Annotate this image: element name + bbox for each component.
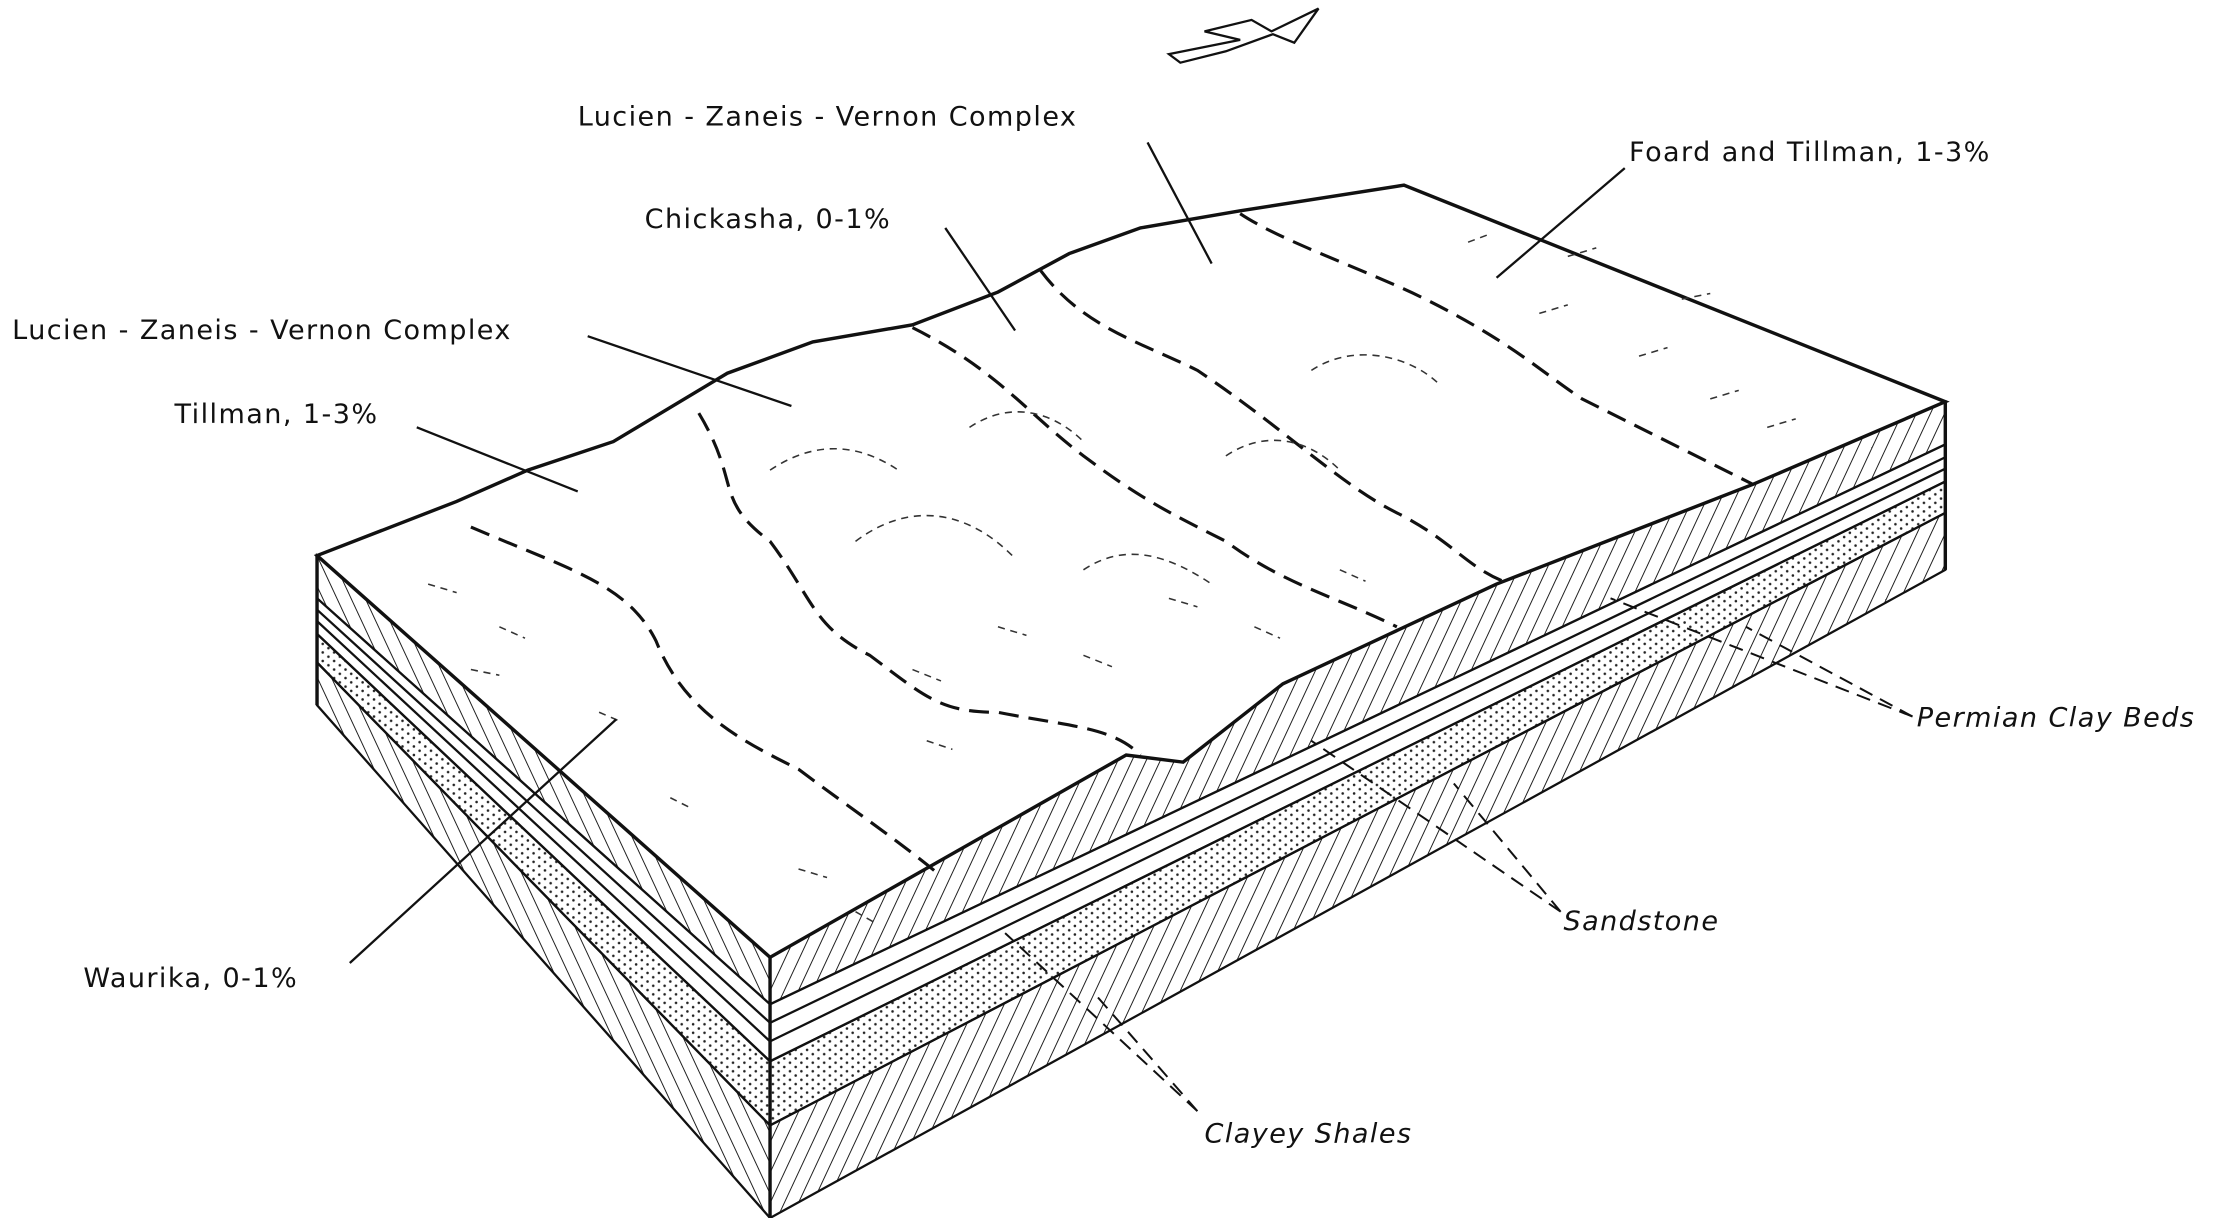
svg-text:Clayey Shales: Clayey Shales: [1205, 1118, 1413, 1149]
soil-boundary: [1039, 269, 1512, 586]
north-arrow-icon: [1166, 7, 1320, 64]
label-waurika: Waurika, 0-1%: [83, 718, 617, 994]
label-chickasha: Chickasha, 0-1%: [645, 204, 1017, 332]
svg-text:Waurika, 0-1%: Waurika, 0-1%: [83, 963, 298, 994]
svg-text:Lucien - Zaneis - Vernon Compl: Lucien - Zaneis - Vernon Complex: [12, 315, 512, 346]
soil-boundary: [697, 412, 1142, 757]
svg-text:Chickasha, 0-1%: Chickasha, 0-1%: [645, 204, 891, 235]
soil-boundary: [911, 326, 1398, 629]
label-lucien-zaneis-vernon-left: Lucien - Zaneis - Vernon Complex: [12, 315, 792, 408]
svg-text:Sandstone: Sandstone: [1564, 906, 1720, 937]
svg-text:Lucien - Zaneis - Vernon Compl: Lucien - Zaneis - Vernon Complex: [578, 101, 1078, 132]
svg-text:Permian Clay Beds: Permian Clay Beds: [1917, 703, 2196, 734]
svg-text:Foard and Tillman, 1-3%: Foard and Tillman, 1-3%: [1629, 137, 1991, 168]
svg-text:Tillman, 1-3%: Tillman, 1-3%: [174, 399, 379, 430]
clayey-shale-band: [768, 442, 1947, 1064]
soil-boundary: [1239, 212, 1754, 486]
permian-clay-top-layer: [768, 399, 1947, 1007]
label-clayey-shales: Clayey Shales: [1004, 932, 1413, 1149]
label-sandstone: Sandstone: [1310, 739, 1720, 937]
soil-boundary: [470, 525, 942, 878]
label-permian-clay-beds: Permian Clay Beds: [1610, 597, 2196, 734]
land-surface: [313, 183, 1950, 960]
label-lucien-zaneis-vernon-top: Lucien - Zaneis - Vernon Complex: [578, 101, 1213, 265]
label-tillman: Tillman, 1-3%: [174, 399, 579, 493]
left-face-strata: [315, 553, 772, 1218]
label-foard-and-tillman: Foard and Tillman, 1-3%: [1495, 137, 1991, 279]
right-face-strata: [768, 399, 1947, 1218]
